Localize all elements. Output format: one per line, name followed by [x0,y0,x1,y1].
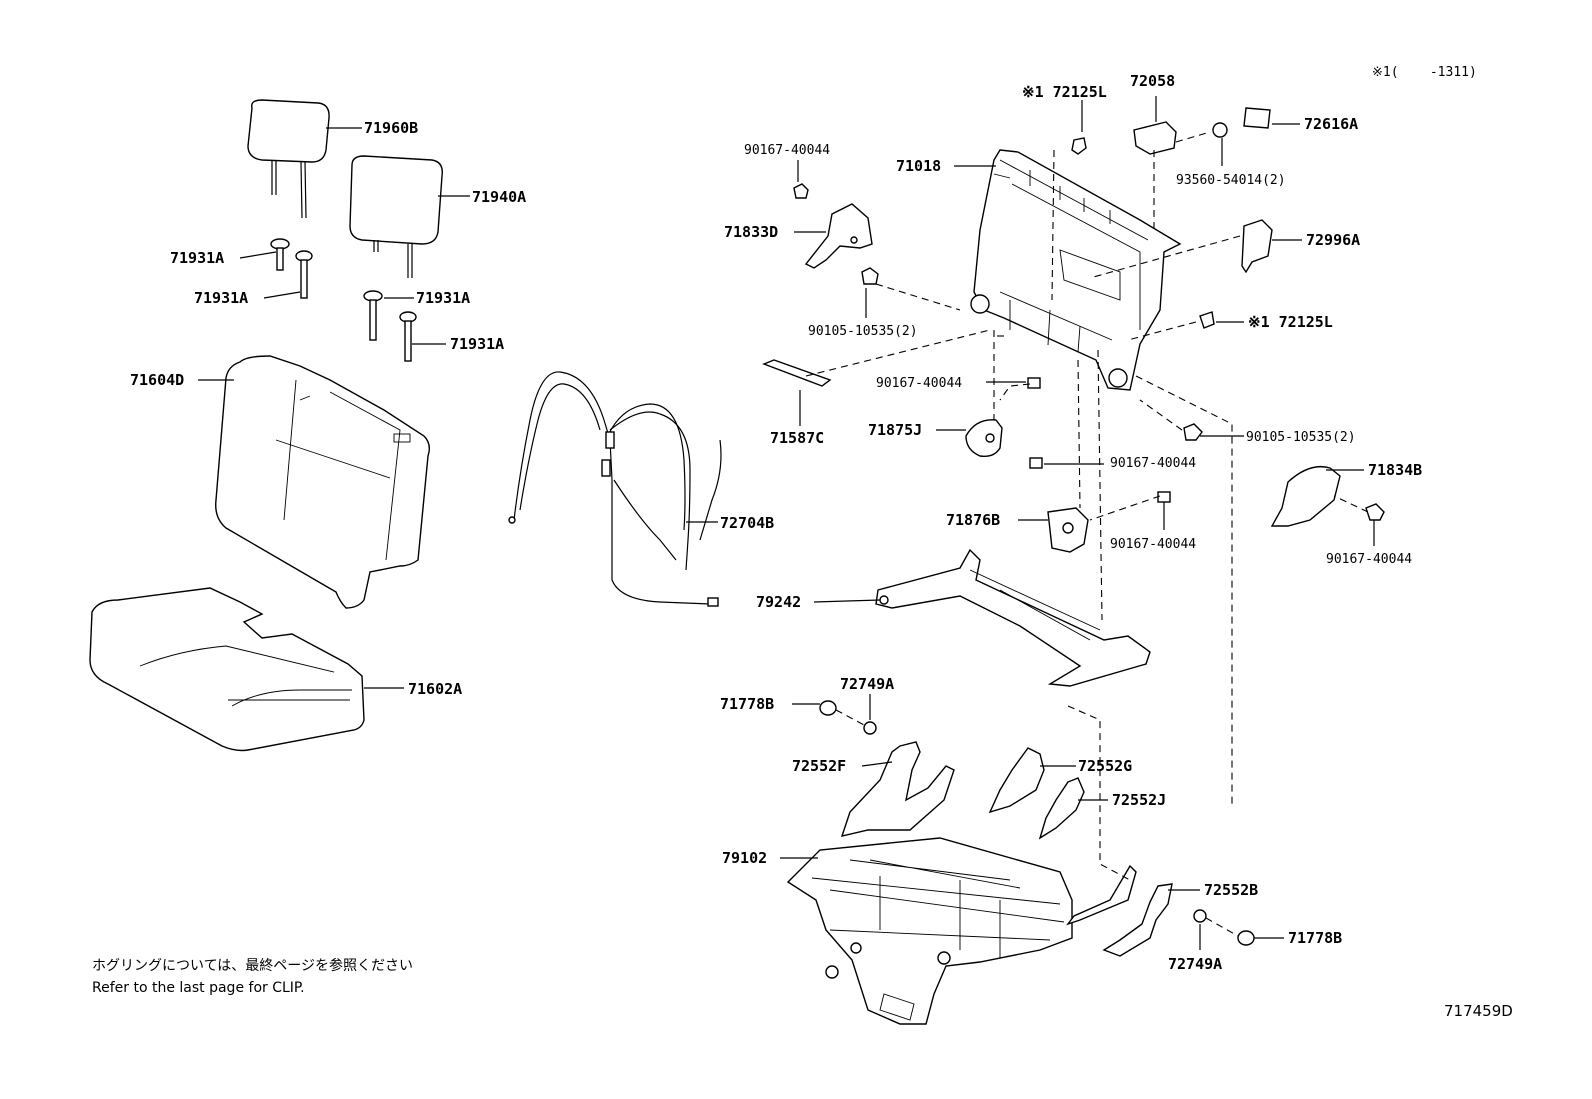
label-71940a[interactable]: 71940A [472,188,526,206]
lock-72996a [1241,219,1273,274]
label-71602a[interactable]: 71602A [408,680,462,698]
bracket-71876b [1047,491,1171,553]
footer-note-en: Refer to the last page for CLIP. [92,980,305,996]
label-90167-40044-d[interactable]: 90167-40044 [1110,537,1196,552]
seat-back-frame-71018 [970,149,1182,391]
label-71931a-1[interactable]: 71931A [170,249,224,267]
leader-lines [198,96,1375,950]
part-labels: 71960B 71940A 71931A 71931A 71931A 71931… [130,72,1422,973]
label-72552g[interactable]: 72552G [1078,757,1132,775]
cover-72552j [1038,777,1085,840]
label-71018[interactable]: 71018 [896,157,941,175]
cover-72552g [988,747,1045,814]
label-72749a-a[interactable]: 72749A [840,675,894,693]
label-71778b-a[interactable]: 71778B [720,695,774,713]
label-90167-40044-b[interactable]: 90167-40044 [876,376,962,391]
hinge-71875j [965,377,1043,469]
label-79102[interactable]: 79102 [722,849,767,867]
dashed-guides [805,131,1369,937]
label-72704b[interactable]: 72704B [720,514,774,532]
label-90167-40044-c[interactable]: 90167-40044 [1110,456,1196,471]
label-72749a-b[interactable]: 72749A [1168,955,1222,973]
label-71778b-b[interactable]: 71778B [1288,929,1342,947]
label-72552j[interactable]: 72552J [1112,791,1166,809]
label-90105-10535-b[interactable]: 90105-10535(2) [1246,430,1356,445]
latch-72058 [1133,121,1177,155]
label-71931a-4[interactable]: 71931A [450,335,504,353]
footer-note-jp: ホグリングについては、最終ページを参照ください [92,957,413,974]
label-72552f[interactable]: 72552F [792,757,846,775]
cover-72552f [840,741,955,837]
label-71960b[interactable]: 71960B [364,119,418,137]
label-71931a-2[interactable]: 71931A [194,289,248,307]
label-93560-54014[interactable]: 93560-54014(2) [1176,173,1286,188]
label-72125l-b[interactable]: ※1 72125L [1248,313,1333,331]
headrest-71960b [247,99,330,219]
seat-cushion-71602a [89,587,365,752]
cable-72704b [508,371,722,607]
label-72058[interactable]: 72058 [1130,72,1175,90]
seat-frame-79102 [786,837,1137,1025]
rail-79242 [875,548,1151,687]
label-79242[interactable]: 79242 [756,593,801,611]
clip-72125l [1071,137,1215,329]
diagram-id: 717459D [1444,1002,1513,1020]
label-72996a[interactable]: 72996A [1306,231,1360,249]
headrest-support-group [270,238,417,362]
label-71876b[interactable]: 71876B [946,511,1000,529]
label-71587c[interactable]: 71587C [770,429,824,447]
label-90105-10535-a[interactable]: 90105-10535(2) [808,324,918,339]
label-71604d[interactable]: 71604D [130,371,184,389]
cover-71833d [793,183,879,285]
label-72552b[interactable]: 72552B [1204,881,1258,899]
label-72616a [1243,107,1271,129]
cover-72552b [1102,883,1255,957]
label-72125l-a[interactable]: ※1 72125L [1022,83,1107,101]
strip-71587c [762,359,832,387]
applicability-note: ※1( -1311) [1372,65,1477,80]
label-71834b[interactable]: 71834B [1368,461,1422,479]
label-90167-40044-a[interactable]: 90167-40044 [744,143,830,158]
bolt-93560 [1212,122,1228,138]
seat-back-71604d [215,355,431,609]
label-90167-40044-e[interactable]: 90167-40044 [1326,552,1412,567]
grommet-group-left [819,700,877,735]
label-71833d[interactable]: 71833D [724,223,778,241]
headrest-71940a [349,155,443,278]
cover-71834b [1183,423,1385,527]
label-71875j[interactable]: 71875J [868,421,922,439]
label-71931a-3[interactable]: 71931A [416,289,470,307]
label-72616a[interactable]: 72616A [1304,115,1358,133]
